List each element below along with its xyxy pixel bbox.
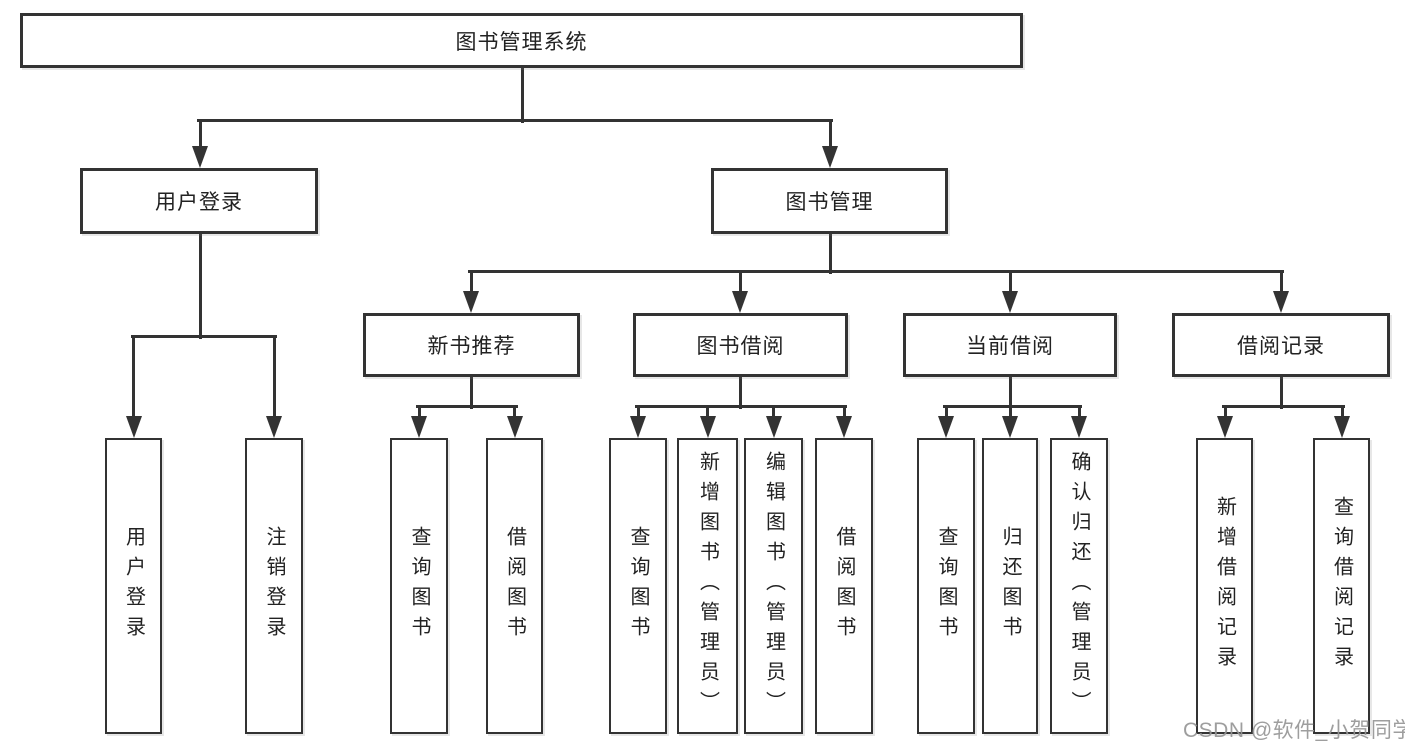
arrowhead-down-icon (732, 291, 748, 313)
arrowhead-down-icon (630, 416, 646, 438)
node-label: 新增借阅记录 (1213, 496, 1236, 676)
leaf-add-borrow-record: 新增借阅记录 (1196, 438, 1253, 734)
node-label: 用户登录 (155, 191, 243, 214)
connector-line (1223, 404, 1227, 419)
arrowhead-down-icon (266, 416, 282, 438)
leaf-query-books: 查询图书 (609, 438, 667, 734)
arrowhead-down-icon (125, 416, 142, 438)
arrowhead-down-icon (506, 416, 523, 438)
connector-line (1279, 376, 1283, 409)
arrowhead-down-icon (1002, 416, 1018, 438)
leaf-edit-books-admin: 编辑图书（管理员） (744, 438, 803, 734)
connector-line (772, 404, 775, 419)
node-label: 借阅图书 (833, 526, 855, 646)
connector-line (513, 404, 516, 419)
node-label: 查询图书 (627, 526, 649, 646)
leaf-confirm-return-admin: 确认归还（管理员） (1050, 438, 1108, 734)
node-label: 查询借阅记录 (1330, 496, 1353, 676)
arrowhead-down-icon (1217, 416, 1233, 438)
arrowhead-down-icon (1334, 416, 1350, 438)
arrowhead-down-icon (836, 416, 852, 438)
connector-line (1008, 269, 1012, 294)
node-label: 用户登录 (122, 526, 145, 646)
node-book-management: 图书管理 (711, 168, 948, 234)
leaf-user-login: 用户登录 (105, 438, 162, 734)
connector-line (469, 269, 473, 294)
node-new-book-recommend: 新书推荐 (363, 313, 580, 377)
node-label: 编辑图书（管理员） (762, 451, 785, 721)
arrowhead-down-icon (1002, 291, 1018, 313)
connector-line (738, 269, 742, 294)
connector-line (706, 404, 709, 419)
connector-line (944, 404, 948, 419)
connector-line (1077, 404, 1081, 419)
connector-line (1008, 404, 1012, 419)
leaf-query-books-recommend: 查询图书 (390, 438, 448, 734)
node-label: 确认归还（管理员） (1068, 451, 1090, 721)
node-label: 图书管理系统 (455, 30, 588, 54)
connector-line (520, 67, 524, 123)
connector-line (197, 118, 833, 122)
connector-line (738, 376, 742, 409)
leaf-query-books-current: 查询图书 (917, 438, 975, 734)
node-label: 图书管理 (785, 191, 874, 214)
leaf-borrow-books: 借阅图书 (815, 438, 873, 734)
connector-line (636, 404, 640, 419)
arrowhead-down-icon (1273, 291, 1289, 313)
node-label: 当前借阅 (966, 335, 1054, 358)
arrowhead-down-icon (192, 146, 208, 168)
connector-line (468, 269, 1284, 273)
leaf-logout: 注销登录 (245, 438, 303, 734)
connector-line (1222, 404, 1345, 408)
connector-line (198, 118, 202, 149)
connector-line (1279, 269, 1283, 294)
node-borrow-record: 借阅记录 (1172, 313, 1390, 377)
connector-line (842, 404, 846, 419)
node-label: 查询图书 (408, 526, 430, 646)
leaf-add-books-admin: 新增图书（管理员） (677, 438, 738, 734)
node-label: 新增图书（管理员） (696, 451, 719, 721)
arrowhead-down-icon (938, 416, 954, 438)
node-current-borrow: 当前借阅 (903, 313, 1117, 377)
leaf-query-borrow-record: 查询借阅记录 (1313, 438, 1370, 734)
connector-line (1340, 404, 1344, 419)
arrowhead-down-icon (411, 416, 427, 438)
connector-line (1008, 376, 1012, 409)
node-user-login: 用户登录 (80, 168, 318, 234)
arrowhead-down-icon (699, 416, 716, 438)
node-library-system: 图书管理系统 (20, 13, 1023, 68)
leaf-borrow-books-recommend: 借阅图书 (486, 438, 543, 734)
connector-line (198, 233, 202, 339)
connector-line (272, 334, 276, 419)
connector-line (416, 404, 518, 408)
leaf-return-books: 归还图书 (982, 438, 1038, 734)
arrowhead-down-icon (822, 146, 838, 168)
connector-line (943, 404, 1082, 408)
connector-line (828, 233, 832, 274)
node-label: 归还图书 (999, 526, 1021, 646)
arrowhead-down-icon (463, 291, 479, 313)
connector-line (828, 118, 832, 149)
node-label: 注销登录 (263, 526, 285, 646)
connector-line (132, 334, 135, 419)
node-book-borrow: 图书借阅 (633, 313, 848, 377)
arrowhead-down-icon (1071, 416, 1087, 438)
node-label: 新书推荐 (427, 335, 516, 358)
csdn-watermark: CSDN @软件_小贺同学 (1183, 719, 1405, 742)
connector-line (635, 404, 847, 408)
node-label: 图书借阅 (696, 335, 785, 358)
arrowhead-down-icon (765, 416, 782, 438)
connector-line (130, 334, 277, 338)
connector-line (417, 404, 421, 419)
node-label: 借阅记录 (1237, 335, 1325, 358)
node-label: 查询图书 (935, 526, 957, 646)
node-label: 借阅图书 (503, 526, 526, 646)
connector-line (469, 376, 473, 409)
